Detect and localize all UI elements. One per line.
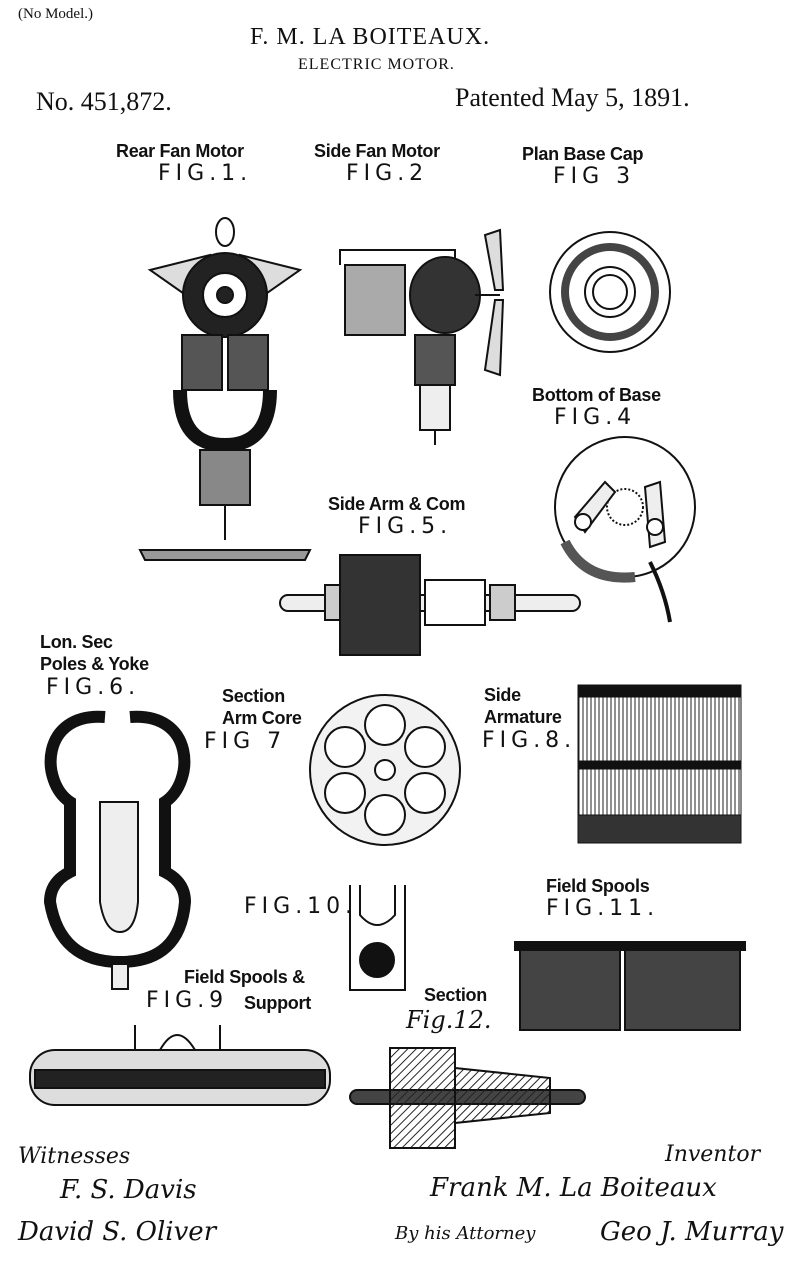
fig9-label: FIG.9 — [146, 988, 229, 1013]
witness-2-signature: David S. Oliver — [18, 1217, 217, 1247]
fig8-side-armature-drawing — [578, 685, 743, 845]
inventor-label: Inventor — [665, 1142, 761, 1167]
fig12-section-drawing — [350, 1038, 590, 1153]
fig2-caption: Side Fan Motor — [314, 141, 440, 161]
witness-1-signature: F. S. Davis — [60, 1175, 197, 1205]
fig3-base-cap-drawing — [545, 225, 675, 360]
fig1-label: FIG.1. — [158, 161, 253, 186]
fig7-label: FIG 7 — [204, 729, 287, 754]
fig6-label: FIG.6. — [46, 675, 141, 700]
fig7-caption-2: Arm Core — [222, 708, 302, 728]
fig11-caption: Field Spools — [546, 876, 650, 896]
fig10-drawing — [345, 885, 410, 995]
patent-date: Patented May 5, 1891. — [455, 83, 690, 112]
fig2-label: FIG.2 — [346, 161, 429, 186]
fig1-rear-fan-motor-drawing — [130, 210, 320, 570]
fig10-label: FIG.10. — [244, 894, 358, 919]
fig12-label: Fig.12. — [406, 1006, 492, 1034]
fig7-caption-1: Section — [222, 686, 285, 706]
model-note: (No Model.) — [18, 6, 93, 22]
fig6-caption-1: Lon. Sec — [40, 632, 113, 652]
fig9-caption-1: Field Spools & — [184, 967, 305, 987]
fig5-label: FIG.5. — [358, 514, 453, 539]
fig11-field-spools-drawing — [515, 930, 760, 1040]
witnesses-label: Witnesses — [18, 1144, 131, 1169]
attorney-signature: Geo J. Murray — [600, 1217, 784, 1247]
fig6-poles-yoke-drawing — [20, 702, 200, 992]
fig7-armature-core-drawing — [305, 690, 465, 850]
fig3-label: FIG 3 — [553, 164, 636, 189]
fig2-side-fan-motor-drawing — [315, 225, 530, 450]
fig4-label: FIG.4 — [554, 405, 637, 430]
fig12-caption: Section — [424, 985, 487, 1005]
fig9-spools-support-drawing — [20, 1015, 340, 1125]
inventor-signature: Frank M. La Boiteaux — [430, 1173, 717, 1203]
fig11-label: FIG.11. — [546, 896, 660, 921]
by-attorney-label: By his Attorney — [395, 1223, 536, 1244]
fig4-base-bottom-drawing — [545, 432, 705, 627]
fig4-caption: Bottom of Base — [532, 385, 661, 405]
patent-number: No. 451,872. — [36, 87, 172, 116]
fig3-caption: Plan Base Cap — [522, 144, 644, 164]
fig8-caption-2: Armature — [484, 707, 562, 727]
fig9-caption-2: Support — [244, 993, 311, 1013]
fig8-caption-1: Side — [484, 685, 521, 705]
fig5-caption: Side Arm & Com — [328, 494, 466, 514]
inventor-name: F. M. LA BOITEAUX. — [250, 24, 491, 50]
fig8-label: FIG.8. — [482, 728, 577, 753]
fig5-armature-drawing — [280, 550, 585, 670]
fig1-caption: Rear Fan Motor — [116, 141, 244, 161]
patent-title: ELECTRIC MOTOR. — [298, 56, 455, 73]
fig6-caption-2: Poles & Yoke — [40, 654, 149, 674]
